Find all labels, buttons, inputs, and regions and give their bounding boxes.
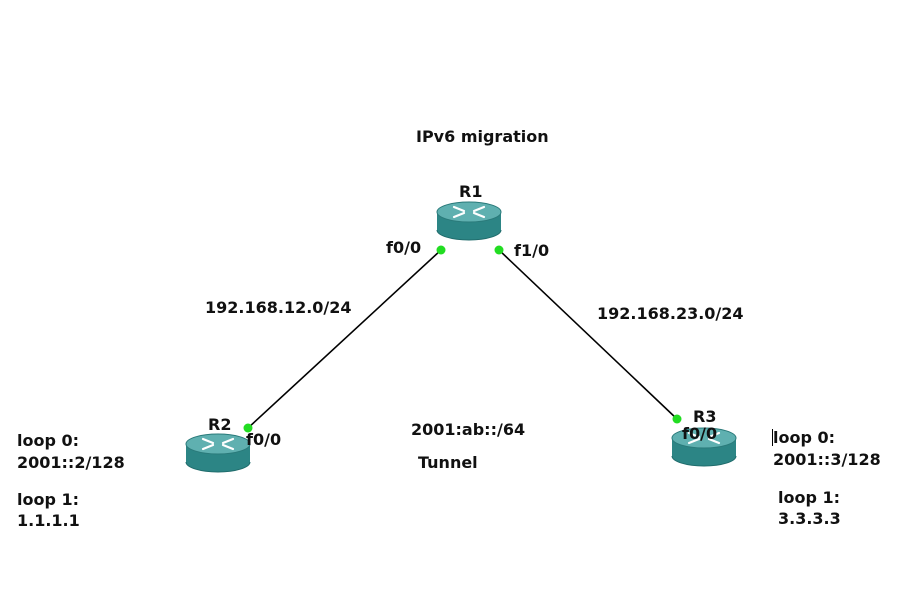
port-label-r3-f0-0: f0/0 (682, 424, 718, 443)
tunnel-prefix-label: 2001:ab::/64 (411, 420, 526, 439)
port-label-r2-f0-0: f0/0 (246, 430, 282, 449)
r2-loop1-address: 1.1.1.1 (17, 511, 80, 530)
port-status-r2-f0-0 (243, 423, 253, 433)
port-label-r1-f1-0: f1/0 (514, 241, 550, 260)
r3-loop1-address: 3.3.3.3 (778, 509, 841, 528)
r3-loop1-label: loop 1: (778, 488, 841, 507)
port-label-r1-f0-0: f0/0 (386, 238, 422, 257)
r3-loop0-label: loop 0: (773, 428, 836, 447)
r2-loop1-label: loop 1: (17, 490, 80, 509)
port-status-r1-f0-0 (436, 245, 446, 255)
router-r1-icon[interactable] (436, 201, 502, 241)
r3-loop0-address: 2001::3/128 (773, 450, 881, 469)
link-r1-r3 (498, 249, 678, 420)
text-cursor (772, 429, 773, 446)
router-r3-label: R3 (693, 407, 717, 426)
router-r3-icon[interactable] (671, 427, 737, 467)
router-r1-label: R1 (459, 182, 483, 201)
router-r2-label: R2 (208, 415, 232, 434)
r2-loop0-label: loop 0: (17, 431, 80, 450)
tunnel-label: Tunnel (418, 453, 478, 472)
port-status-r1-f1-0 (494, 245, 504, 255)
port-status-r3-f0-0 (672, 414, 682, 424)
network-label-r1-r3: 192.168.23.0/24 (597, 304, 744, 323)
link-r1-r2 (247, 249, 442, 429)
r2-loop0-address: 2001::2/128 (17, 453, 125, 472)
router-r2-icon[interactable] (185, 433, 251, 473)
network-label-r1-r2: 192.168.12.0/24 (205, 298, 352, 317)
diagram-title: IPv6 migration (416, 127, 549, 146)
